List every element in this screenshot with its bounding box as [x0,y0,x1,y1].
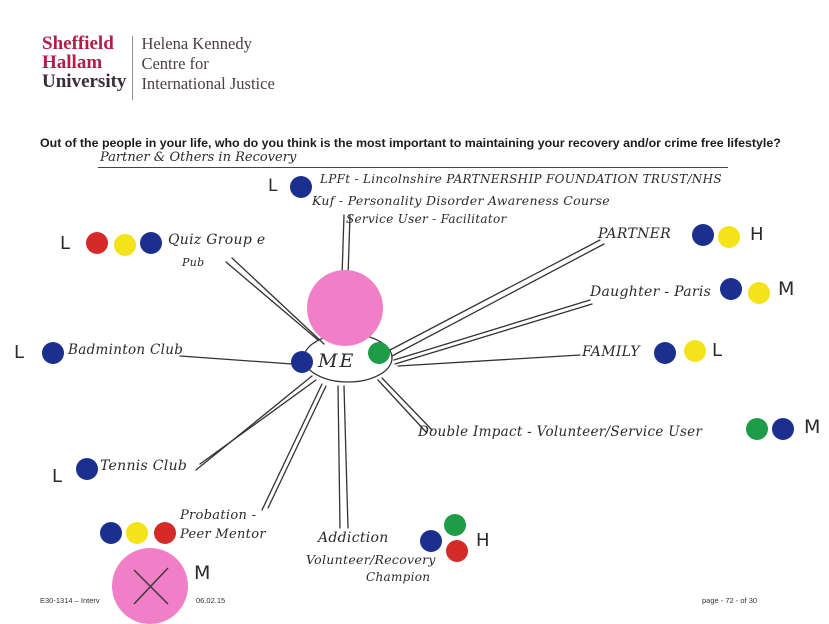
handwritten-answer: Partner & Others in Recovery [100,150,297,165]
badminton-blue-dot [42,342,64,364]
daughter-label: Daughter - Paris [590,284,712,300]
addiction-line-2: Volunteer/Recovery [306,552,436,567]
tennis-blue-dot [76,458,98,480]
university-wordmark: Sheffield Hallam University [42,34,126,91]
badminton-label: Badminton Club [68,342,184,358]
lpft-line-2: Kuf - Personality Disorder Awareness Cou… [312,193,610,208]
blue-dot-me [291,351,313,373]
partner-yellow-dot [718,226,740,248]
line-to-tennis [195,375,313,471]
line-to-badminton [179,355,307,366]
probation-cross-mark [133,567,169,605]
quiz-blue-dot [140,232,162,254]
answer-underline [98,167,728,168]
footer-date: 06.02.15 [196,596,226,605]
line-to-daughter [393,299,591,361]
partner-letter: H [750,224,764,245]
family-blue-dot [654,342,676,364]
addiction-line-1: Addiction [318,530,389,546]
tennis-letter: L [52,466,63,487]
probation-blue-dot [100,522,122,544]
line-to-probation [261,383,323,511]
logo-line-3: University [42,71,127,92]
double-impact-label: Double Impact - Volunteer/Service User [418,424,703,440]
double-impact-letter: M [804,416,821,438]
addiction-red-dot [446,540,468,562]
probation-line-2: Peer Mentor [180,527,266,542]
quiz-line-2: Pub [182,256,205,269]
partner-label: PARTNER [598,226,671,242]
university-logo: Sheffield Hallam University Helena Kenne… [42,34,275,100]
daughter-yellow-dot [748,282,770,304]
probation-line-1: Probation - [180,508,257,523]
footer-page-number: page - 72 - of 30 [702,596,758,605]
tennis-label: Tennis Club [100,458,188,474]
line-to-quiz [225,261,319,341]
center-me-label: ME [318,350,356,372]
centre-line-3: International Justice [141,74,275,93]
line-to-double-impact [381,377,433,431]
quiz-line-1: Quiz Group e [168,232,266,248]
probation-letter: M [194,562,211,584]
partner-blue-dot [692,224,714,246]
centre-line-1: Helena Kennedy [141,34,252,53]
quiz-yellow-dot [114,234,136,256]
logo-divider [132,36,134,100]
addiction-line-3: Champion [366,570,431,584]
badminton-letter: L [14,342,25,363]
logo-line-1: Sheffield [42,33,114,54]
green-dot-me [368,342,390,364]
family-yellow-dot [684,340,706,362]
daughter-blue-dot [720,278,742,300]
addiction-green-dot [444,514,466,536]
lpft-line-1: LPFt - Lincolnshire PARTNERSHIP FOUNDATI… [320,172,722,186]
logo-line-2: Hallam [42,52,103,73]
lpft-letter: L [268,176,278,196]
addiction-blue-dot [420,530,442,552]
line-to-addiction [337,385,341,529]
question-text: Out of the people in your life, who do y… [40,136,781,150]
centre-line-2: Centre for [141,54,209,73]
lpft-line-3: Service User - Facilitator [346,212,507,226]
line-to-family [397,354,581,367]
line-to-partner [389,239,601,351]
centre-name: Helena Kennedy Centre for International … [141,34,274,94]
probation-yellow-dot [126,522,148,544]
family-letter: L [712,340,723,361]
daughter-letter: M [778,278,795,300]
quiz-red-dot [86,232,108,254]
double-impact-blue-dot [772,418,794,440]
double-impact-green-dot [746,418,768,440]
family-label: FAMILY [582,344,640,360]
quiz-letter: L [60,233,71,254]
lpft-blue-dot [290,176,312,198]
probation-red-dot [154,522,176,544]
pink-dot-center [307,270,383,346]
addiction-letter: H [476,530,490,551]
footer-reference: E30-1314 – Interv [40,596,100,605]
